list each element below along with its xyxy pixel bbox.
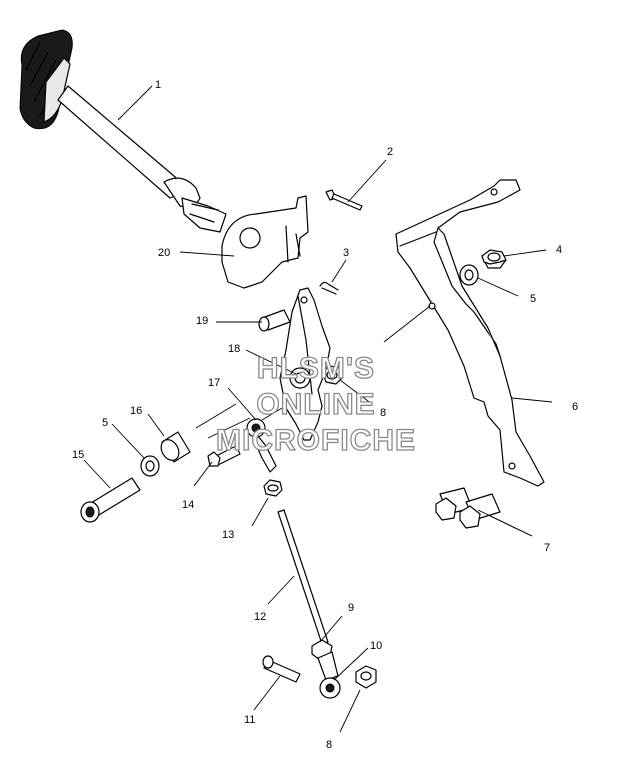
bolt-14 (207, 445, 241, 467)
bolts-7 (435, 487, 501, 529)
washer-5-left (140, 455, 160, 477)
rod-end-10 (317, 651, 341, 699)
callout-13: 13 (222, 529, 234, 541)
callout-7: 7 (544, 542, 550, 554)
callout-8-lower: 8 (326, 739, 332, 751)
callout-1: 1 (155, 79, 161, 91)
watermark: HLSM'S ONLINE MICROFICHE (215, 351, 416, 457)
callout-19: 19 (196, 315, 208, 327)
watermark-line-3: MICROFICHE (216, 424, 416, 457)
callout-5-right: 5 (530, 293, 536, 305)
nut-8-upper (321, 365, 343, 385)
callout-11: 11 (244, 714, 255, 726)
rod-end-17 (246, 418, 277, 473)
callout-14: 14 (182, 499, 194, 511)
nut-8-lower (355, 665, 377, 689)
nut-4 (481, 249, 507, 269)
callout-18: 18 (228, 343, 240, 355)
nut-13 (263, 479, 283, 497)
leader-lines (83, 85, 553, 733)
callout-9: 9 (348, 602, 354, 614)
clevis-pin-19 (258, 309, 291, 332)
callout-20: 20 (158, 247, 170, 259)
callout-8-upper: 8 (380, 407, 386, 419)
callout-labels: 1 2 20 3 4 5 19 18 17 8 6 16 5 15 14 13 … (72, 79, 578, 751)
callout-3: 3 (343, 247, 349, 259)
mounting-plate-6 (395, 179, 545, 487)
callout-15: 15 (72, 449, 84, 461)
callout-10: 10 (370, 640, 382, 652)
callout-17: 17 (208, 377, 220, 389)
bracket-20 (221, 195, 309, 289)
brake-pedal (19, 29, 227, 233)
washer-5-right (459, 264, 479, 286)
callout-4: 4 (556, 244, 562, 256)
callout-6: 6 (572, 401, 578, 413)
callout-16: 16 (130, 405, 142, 417)
pivot-lever-18 (279, 287, 331, 441)
bushing-16 (160, 431, 191, 463)
cotter-pin-3 (319, 281, 339, 295)
callout-5-left: 5 (102, 417, 108, 429)
pin-2 (325, 189, 363, 211)
watermark-line-2: ONLINE (256, 388, 375, 421)
watermark-line-1: HLSM'S (257, 352, 375, 385)
callout-2: 2 (387, 146, 393, 158)
callout-12: 12 (254, 611, 266, 623)
bolt-15 (80, 477, 141, 523)
bolt-11 (262, 655, 301, 683)
brake-rod-12 (277, 509, 329, 645)
